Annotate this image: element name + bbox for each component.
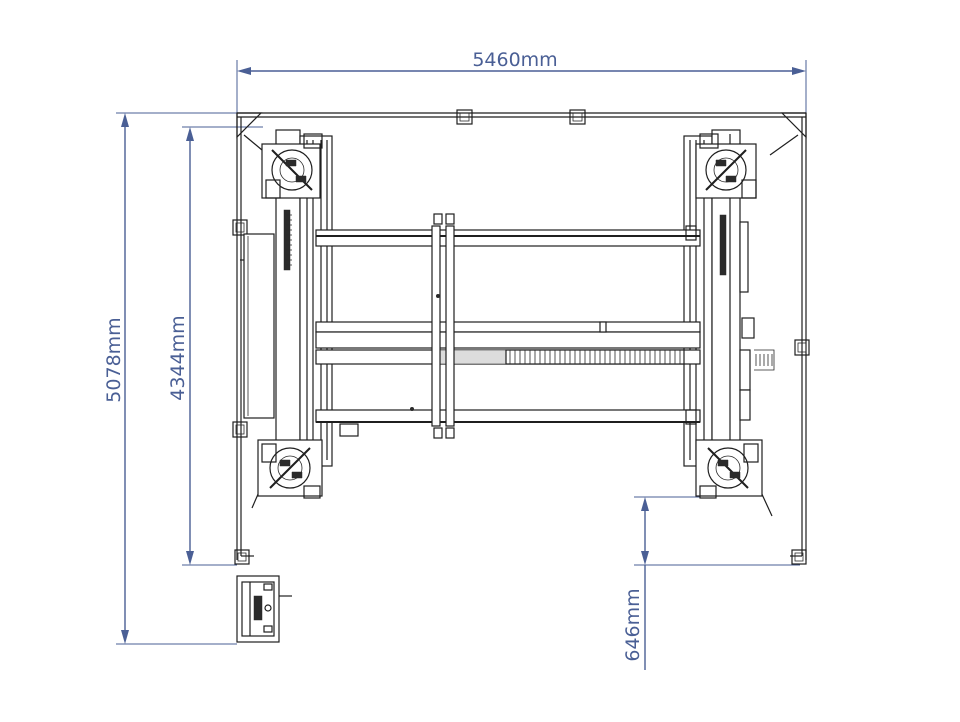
bridge: [315, 213, 701, 439]
offset-label: 646mm: [622, 588, 644, 661]
height-frame-label: 4344mm: [167, 315, 189, 400]
height-total-label: 5078mm: [103, 317, 125, 402]
left-rack: [286, 214, 292, 266]
head-top-right: [695, 133, 757, 199]
head-top-left: [261, 133, 323, 199]
head-bottom-right: [695, 439, 763, 499]
width-label: 5460mm: [472, 49, 557, 71]
bridge-rack: [505, 349, 685, 365]
dimension-offset: 646mm: [622, 496, 800, 670]
head-bottom-left: [257, 439, 323, 499]
outer-frame: [232, 109, 810, 565]
dimension-width: 5460mm: [236, 49, 807, 115]
control-box: [236, 575, 292, 643]
dimension-height-total: 5078mm: [103, 112, 237, 645]
dimension-height-frame: 4344mm: [167, 126, 263, 566]
